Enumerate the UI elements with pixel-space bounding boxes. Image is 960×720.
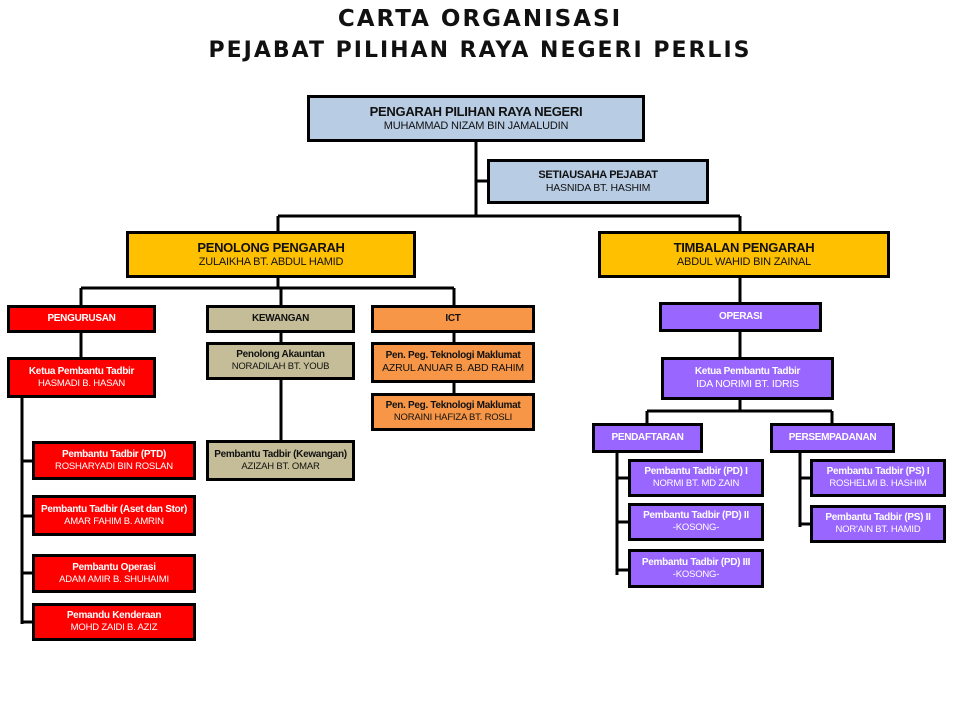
node-pd-1: Pembantu Tadbir (PD) I NORMI BT. MD ZAIN (628, 459, 764, 497)
node-name: AZRUL ANUAR B. ABD RAHIM (382, 362, 524, 375)
chart-title-line-1: CARTA ORGANISASI (337, 6, 623, 32)
node-name: AMAR FAHIM B. AMRIN (64, 515, 164, 527)
node-role: Pemandu Kenderaan (66, 610, 162, 622)
unit-pendaftaran: PENDAFTARAN (592, 423, 703, 453)
node-role: Pembantu Tadbir (Aset dan Stor) (40, 503, 188, 515)
node-name: -KOSONG- (672, 522, 720, 534)
node-role: Penolong Akauntan (236, 349, 325, 361)
node-role: Pembantu Operasi (72, 561, 156, 573)
node-ict-2: Pen. Peg. Teknologi Maklumat NORAINI HAF… (371, 393, 535, 431)
node-pt-kewangan: Pembantu Tadbir (Kewangan) AZIZAH BT. OM… (206, 440, 355, 481)
node-name: MUHAMMAD NIZAM BIN JAMALUDIN (383, 119, 569, 132)
node-aset-stor: Pembantu Tadbir (Aset dan Stor) AMAR FAH… (32, 495, 196, 536)
node-name: NOR'AIN BT. HAMID (835, 524, 921, 536)
node-name: HASNIDA BT. HASHIM (545, 181, 651, 194)
node-role: Ketua Pembantu Tadbir (28, 365, 135, 377)
node-name: ADAM AMIR B. SHUHAIMI (59, 573, 169, 585)
node-pd-3: Pembantu Tadbir (PD) III -KOSONG- (628, 549, 764, 588)
node-role: Ketua Pembantu Tadbir (694, 366, 801, 378)
unit-ict: ICT (371, 305, 535, 333)
node-name: NORAINI HAFIZA BT. ROSLI (393, 412, 513, 424)
node-role: Pembantu Tadbir (PD) III (641, 556, 751, 568)
node-role: Pen. Peg. Teknologi Maklumat (385, 400, 521, 412)
unit-label: PERSEMPADANAN (788, 432, 877, 443)
node-role: SETIAUSAHA PEJABAT (538, 168, 658, 181)
node-name: HASMADI B. HASAN (37, 377, 126, 389)
node-role: Pembantu Tadbir (PD) I (644, 466, 748, 478)
node-penolong-akauntan: Penolong Akauntan NORADILAH BT. YOUB (206, 342, 355, 380)
node-ps-2: Pembantu Tadbir (PS) II NOR'AIN BT. HAMI… (810, 505, 946, 543)
node-timbalan-pengarah: TIMBALAN PENGARAH ABDUL WAHID BIN ZAINAL (598, 231, 890, 278)
node-name: AZIZAH BT. OMAR (241, 460, 320, 472)
node-pengarah: PENGARAH PILIHAN RAYA NEGERI MUHAMMAD NI… (307, 95, 645, 142)
unit-label: PENDAFTARAN (611, 432, 684, 443)
node-role: Pembantu Tadbir (PD) II (643, 510, 749, 522)
node-name: ABDUL WAHID BIN ZAINAL (676, 255, 812, 268)
node-role: Pen. Peg. Teknologi Maklumat (385, 350, 521, 362)
node-name: NORMI BT. MD ZAIN (652, 478, 740, 490)
node-pembantu-operasi: Pembantu Operasi ADAM AMIR B. SHUHAIMI (32, 554, 196, 593)
node-name: ROSHELMI B. HASHIM (829, 478, 927, 490)
unit-label: ICT (445, 313, 461, 324)
node-ps-1: Pembantu Tadbir (PS) I ROSHELMI B. HASHI… (810, 459, 946, 497)
unit-operasi: OPERASI (659, 302, 822, 332)
node-role: TIMBALAN PENGARAH (673, 240, 815, 256)
node-name: MOHD ZAIDI B. AZIZ (70, 622, 158, 634)
node-kpt-pengurusan: Ketua Pembantu Tadbir HASMADI B. HASAN (7, 357, 156, 398)
unit-kewangan: KEWANGAN (206, 305, 355, 333)
node-name: -KOSONG- (672, 568, 720, 580)
node-ptd: Pembantu Tadbir (PTD) ROSHARYADI BIN ROS… (32, 441, 196, 480)
unit-pengurusan: PENGURUSAN (7, 305, 156, 333)
chart-title-line-2: PEJABAT PILIHAN RAYA NEGERI PERLIS (208, 38, 752, 63)
node-role: Pembantu Tadbir (PTD) (61, 448, 167, 460)
unit-label: OPERASI (719, 311, 762, 322)
node-role: Pembantu Tadbir (Kewangan) (214, 448, 347, 460)
node-setiausaha: SETIAUSAHA PEJABAT HASNIDA BT. HASHIM (487, 159, 709, 204)
node-role: PENOLONG PENGARAH (197, 240, 345, 256)
node-ict-1: Pen. Peg. Teknologi Maklumat AZRUL ANUAR… (371, 342, 535, 383)
unit-label: PENGURUSAN (47, 313, 116, 324)
node-name: ZULAIKHA BT. ABDUL HAMID (198, 255, 344, 268)
node-pd-2: Pembantu Tadbir (PD) II -KOSONG- (628, 503, 764, 541)
node-kpt-operasi: Ketua Pembantu Tadbir IDA NORIMI BT. IDR… (661, 357, 834, 400)
node-penolong-pengarah: PENOLONG PENGARAH ZULAIKHA BT. ABDUL HAM… (126, 231, 416, 278)
unit-persempadanan: PERSEMPADANAN (770, 423, 895, 453)
node-role: PENGARAH PILIHAN RAYA NEGERI (369, 104, 583, 120)
node-role: Pembantu Tadbir (PS) II (825, 512, 931, 524)
node-name: IDA NORIMI BT. IDRIS (696, 378, 799, 391)
node-role: Pembantu Tadbir (PS) I (826, 466, 930, 478)
unit-label: KEWANGAN (251, 313, 310, 324)
node-name: ROSHARYADI BIN ROSLAN (55, 460, 173, 472)
node-name: NORADILAH BT. YOUB (231, 361, 330, 373)
node-pemandu: Pemandu Kenderaan MOHD ZAIDI B. AZIZ (32, 603, 196, 641)
